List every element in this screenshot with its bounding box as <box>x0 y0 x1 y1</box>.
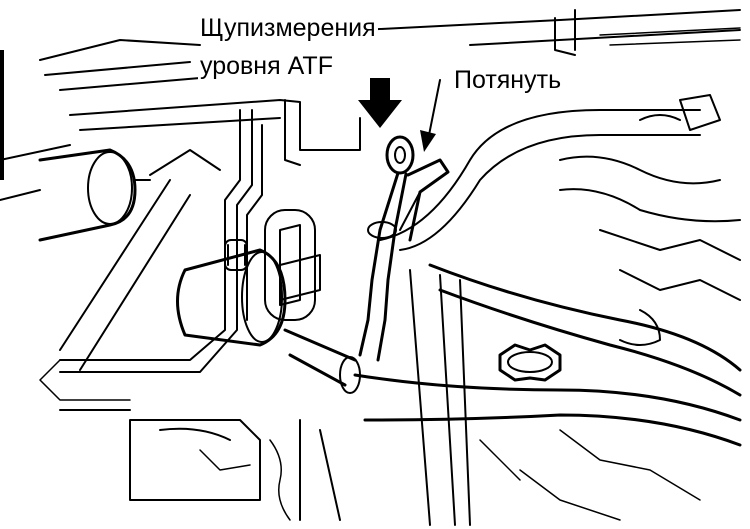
main-hoses <box>353 109 742 526</box>
atf-dipstick <box>358 135 415 362</box>
down-arrow-icon <box>420 79 441 152</box>
reservoir-cylinder <box>38 148 151 242</box>
frame-rail <box>59 149 221 371</box>
oil-filler-cap <box>498 343 562 382</box>
engine-block-right <box>479 94 741 521</box>
master-cylinder <box>176 209 321 347</box>
booster-hose <box>283 328 361 394</box>
dipstick-label-line1: Щупизмерения <box>198 14 378 42</box>
hood-frame <box>39 9 741 91</box>
dipstick-lever <box>399 158 450 242</box>
cowl-bracket <box>0 99 361 201</box>
edge-marks <box>0 50 4 180</box>
dipstick-label-line2: уровня ATF <box>198 52 335 80</box>
pull-label: Потянуть <box>452 66 564 94</box>
down-arrow-icon <box>358 78 402 128</box>
lower-components <box>59 409 341 521</box>
